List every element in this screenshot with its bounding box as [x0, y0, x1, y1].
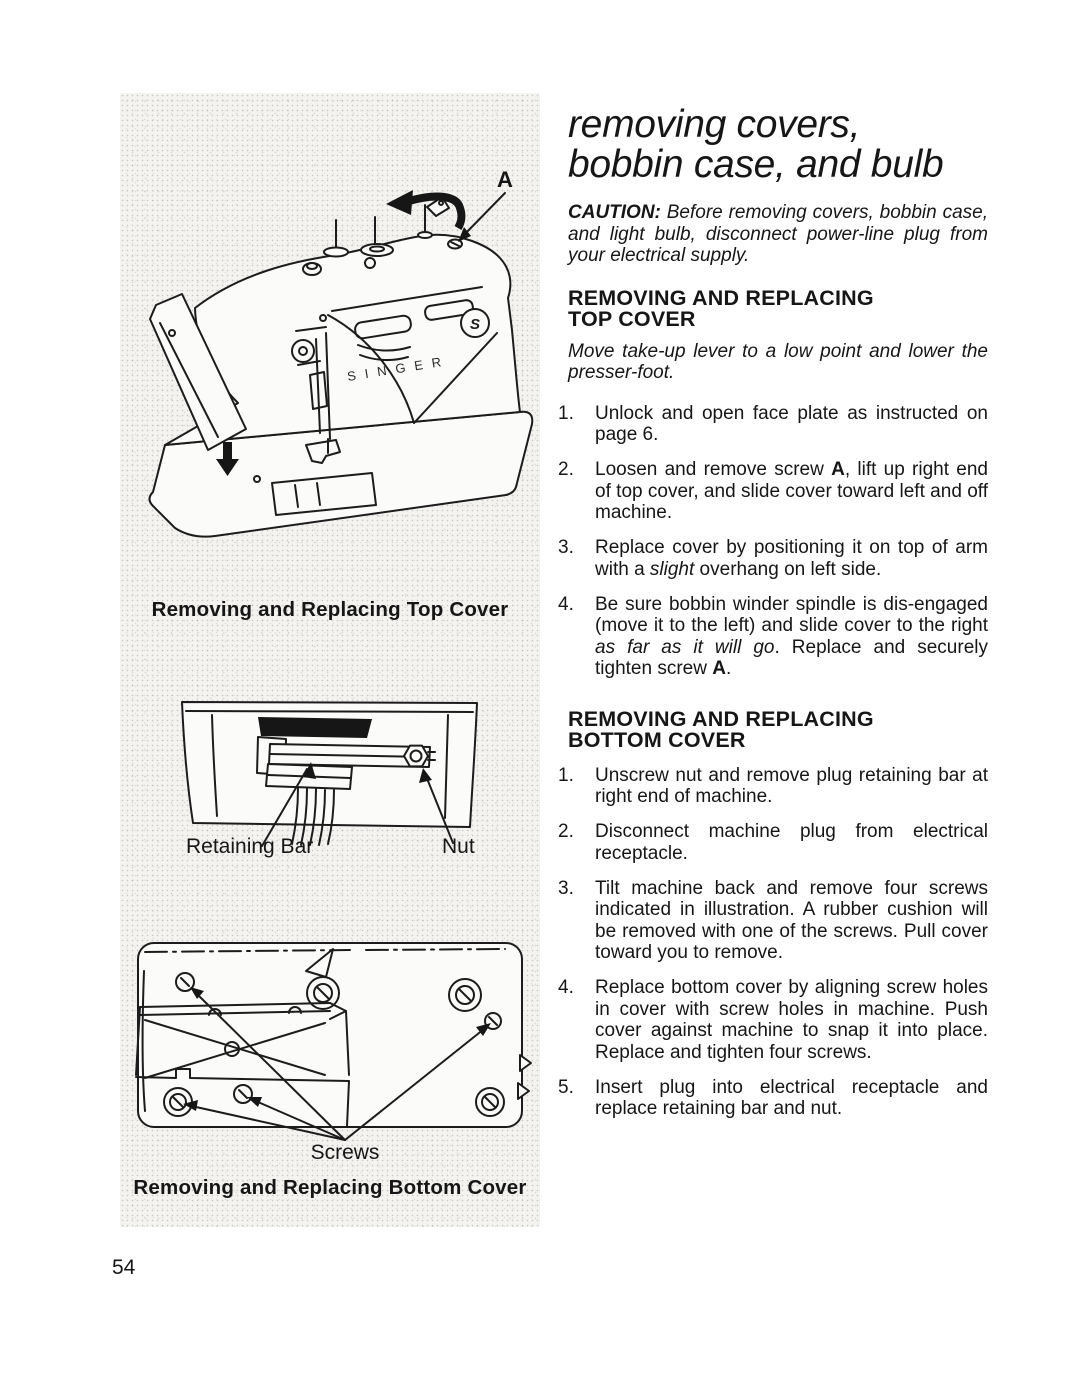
section-heading-line1: REMOVING AND REPLACING [568, 706, 874, 731]
list-item: 4. Be sure bobbin winder spindle is dis-… [556, 594, 988, 680]
list-item-number: 5. [558, 1076, 574, 1098]
list-item-text: Insert plug into electrical receptacle a… [595, 1076, 988, 1120]
list-item-text: Unlock and open face plate as instructed… [595, 402, 988, 446]
list-item: 3. Tilt machine back and remove four scr… [556, 878, 988, 964]
list-item-text: Disconnect machine plug from electrical … [595, 821, 988, 864]
list-item: 1. Unlock and open face plate as instruc… [556, 403, 988, 446]
screw-a-label: A [497, 167, 513, 192]
text-column: removing covers, bobbin case, and bulb C… [556, 105, 988, 1133]
page-number: 54 [112, 1256, 136, 1279]
section-heading-line2: TOP COVER [568, 307, 696, 331]
retaining-bar-figure-drawing [181, 701, 478, 847]
top-cover-steps: 1. Unlock and open face plate as instruc… [556, 403, 988, 680]
dial-letter: S [470, 316, 480, 333]
list-item-text: Replace bottom cover by aligning screw h… [595, 977, 988, 1063]
list-item: 4. Replace bottom cover by aligning scre… [556, 977, 988, 1063]
page-title: removing covers, bobbin case, and bulb [556, 105, 988, 185]
list-item-number: 1. [558, 402, 574, 424]
list-item: 2. Loosen and remove screw A, lift up ri… [556, 459, 988, 524]
list-item-number: 1. [558, 764, 574, 786]
bottom-cover-figure-drawing [135, 942, 532, 1141]
page-title-line2: bobbin case, and bulb [568, 143, 944, 186]
section-heading-top-cover: REMOVING AND REPLACING TOP COVER [556, 285, 988, 331]
list-item-number: 2. [558, 821, 574, 842]
section-note: Move take-up lever to a low point and lo… [568, 340, 988, 384]
list-item-text: Be sure bobbin winder spindle is dis-eng… [595, 593, 988, 680]
bottom-cover-steps: 1. Unscrew nut and remove plug retaining… [556, 765, 988, 1120]
list-item-number: 4. [558, 593, 574, 615]
list-item-text: Tilt machine back and remove four screws… [595, 877, 988, 964]
nut-label: Nut [442, 835, 475, 858]
list-item: 2. Disconnect machine plug from electric… [556, 821, 988, 864]
list-item-text: Unscrew nut and remove plug retaining ba… [595, 764, 988, 808]
caution-paragraph: CAUTION: Before removing covers, bobbin … [568, 202, 988, 266]
page-title-line1: removing covers, [568, 103, 861, 146]
list-item-number: 4. [558, 977, 574, 998]
top-cover-figure-drawing: S SINGER [148, 190, 534, 538]
section-heading-line2: BOTTOM COVER [568, 728, 746, 752]
section-heading-line1: REMOVING AND REPLACING [568, 285, 874, 310]
list-item-number: 3. [558, 877, 574, 899]
top-cover-figure-caption: Removing and Replacing Top Cover [151, 598, 509, 621]
bottom-cover-figure-caption: Removing and Replacing Bottom Cover [133, 1176, 527, 1199]
list-item-text: Loosen and remove screw A, lift up right… [595, 459, 988, 523]
list-item: 3. Replace cover by positioning it on to… [556, 537, 988, 580]
list-item-number: 3. [558, 537, 574, 558]
screws-label: Screws [310, 1141, 380, 1164]
illustration-panel: S SINGER [120, 93, 540, 1227]
retaining-bar-label: Retaining Bar [186, 835, 314, 858]
list-item: 1. Unscrew nut and remove plug retaining… [556, 765, 988, 808]
list-item-number: 2. [558, 459, 574, 480]
list-item: 5. Insert plug into electrical receptacl… [556, 1077, 988, 1120]
section-heading-bottom-cover: REMOVING AND REPLACING BOTTOM COVER [556, 706, 988, 752]
list-item-text: Replace cover by positioning it on top o… [595, 537, 988, 580]
